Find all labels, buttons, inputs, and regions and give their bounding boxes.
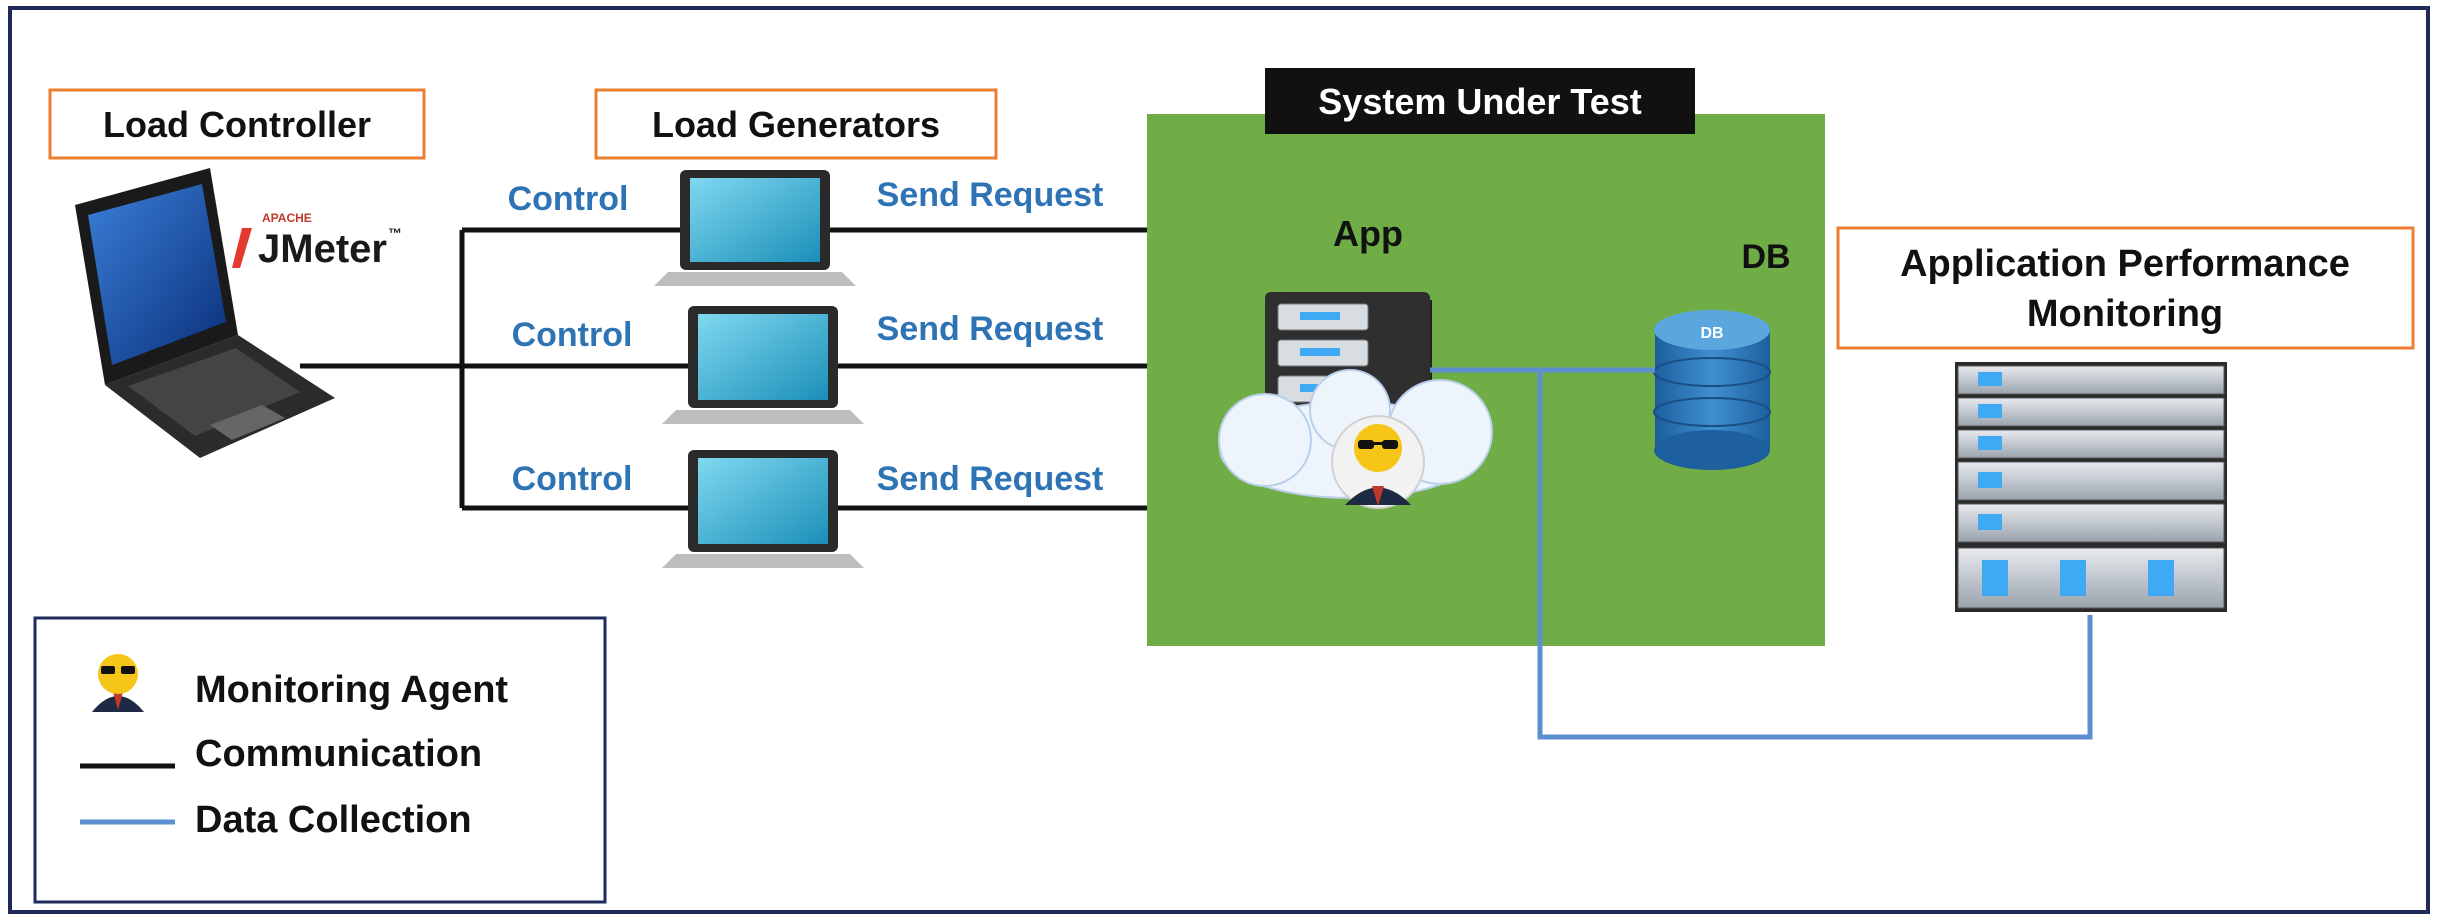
legend-monitoring-agent: Monitoring Agent [195, 669, 508, 711]
send-request-label: Send Request [877, 176, 1104, 214]
monitoring-agent-icon [1331, 415, 1425, 509]
legend-communication: Communication [195, 733, 482, 775]
jmeter-logo: APACHE JMeter ™ [232, 211, 402, 271]
svg-text:APACHE: APACHE [262, 211, 312, 225]
send-request-label: Send Request [877, 460, 1104, 498]
apm-server-rack-icon [1955, 362, 2227, 612]
load-generators-title-box [594, 88, 998, 160]
data-collection-lines [1430, 367, 2093, 740]
load-generator-laptop-icon [662, 306, 864, 424]
system-under-test-title: System Under Test [1318, 81, 1641, 122]
system-under-test-title-box [1265, 68, 1695, 134]
load-controller-title: Load Controller [103, 104, 371, 145]
load-controller-laptop-icon [75, 168, 335, 458]
legend-data-collection: Data Collection [195, 799, 472, 841]
svg-text:™: ™ [388, 225, 402, 241]
control-label: Control [508, 180, 629, 218]
load-controller-title-box [48, 88, 426, 160]
apm-title-line1: Application Performance [1900, 243, 2350, 285]
db-label: DB [1741, 238, 1790, 276]
database-icon: DB [1653, 310, 1771, 470]
control-label: Control [512, 460, 633, 498]
svg-text:DB: DB [1700, 325, 1723, 342]
load-generator-laptop-icon [654, 170, 856, 286]
legend-agent-icon [92, 654, 144, 712]
load-generators-title: Load Generators [652, 104, 940, 145]
svg-text:JMeter: JMeter [258, 227, 387, 271]
apm-title-box [1836, 226, 2415, 350]
app-label: App [1333, 213, 1403, 254]
load-generator-laptop-icon [662, 450, 864, 568]
send-request-label: Send Request [877, 310, 1104, 348]
control-label: Control [512, 316, 633, 354]
apm-title-line2: Monitoring [2027, 293, 2223, 335]
